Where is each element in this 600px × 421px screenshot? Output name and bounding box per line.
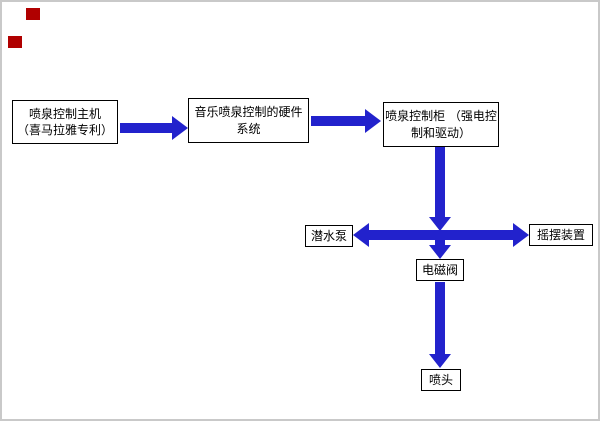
node-solenoid-valve: 电磁阀	[416, 259, 464, 281]
node-nozzle: 喷头	[421, 369, 461, 391]
arrow-to-swing-head-icon	[513, 223, 529, 247]
arrow-valve-to-nozzle-shaft	[435, 282, 445, 354]
arrow-hardware-to-cabinet-shaft	[311, 116, 365, 126]
arrow-host-to-hardware-head-icon	[172, 116, 188, 140]
node-fountain-control-cabinet-line2: 制和驱动）	[410, 125, 471, 140]
node-nozzle-label: 喷头	[428, 372, 453, 387]
arrow-pump-swing-shaft	[369, 230, 513, 240]
node-music-fountain-hardware-system-line2: 系统	[236, 121, 261, 136]
arrow-valve-to-nozzle-head-icon	[429, 354, 451, 368]
arrow-junction-to-valve-shaft	[435, 240, 445, 246]
node-submersible-pump: 潜水泵	[305, 225, 353, 247]
arrow-hardware-to-cabinet-head-icon	[365, 109, 381, 133]
node-fountain-control-cabinet-line1: 喷泉控制柜 （强电控	[385, 109, 497, 124]
node-music-fountain-hardware-system-line1: 音乐喷泉控制的硬件	[194, 105, 303, 120]
node-submersible-pump-label: 潜水泵	[310, 228, 347, 243]
node-fountain-control-cabinet: 喷泉控制柜 （强电控 制和驱动）	[383, 102, 499, 147]
node-fountain-control-host: 喷泉控制主机 （喜马拉雅专利）	[12, 100, 118, 144]
arrow-to-pump-head-icon	[353, 223, 369, 247]
node-music-fountain-hardware-system: 音乐喷泉控制的硬件 系统	[188, 98, 309, 143]
node-swing-device-label: 摇摆装置	[536, 227, 585, 242]
node-swing-device: 摇摆装置	[529, 224, 593, 246]
node-fountain-control-host-line1: 喷泉控制主机	[28, 106, 101, 121]
arrow-cabinet-down-head-icon	[429, 217, 451, 231]
red-marker-left	[8, 36, 22, 48]
node-solenoid-valve-label: 电磁阀	[421, 262, 458, 277]
arrow-junction-to-valve-head-icon	[429, 245, 451, 259]
red-marker-top	[26, 8, 40, 20]
node-fountain-control-host-line2: （喜马拉雅专利）	[16, 123, 113, 137]
arrow-cabinet-down-shaft	[435, 147, 445, 217]
arrow-host-to-hardware-shaft	[120, 123, 172, 133]
